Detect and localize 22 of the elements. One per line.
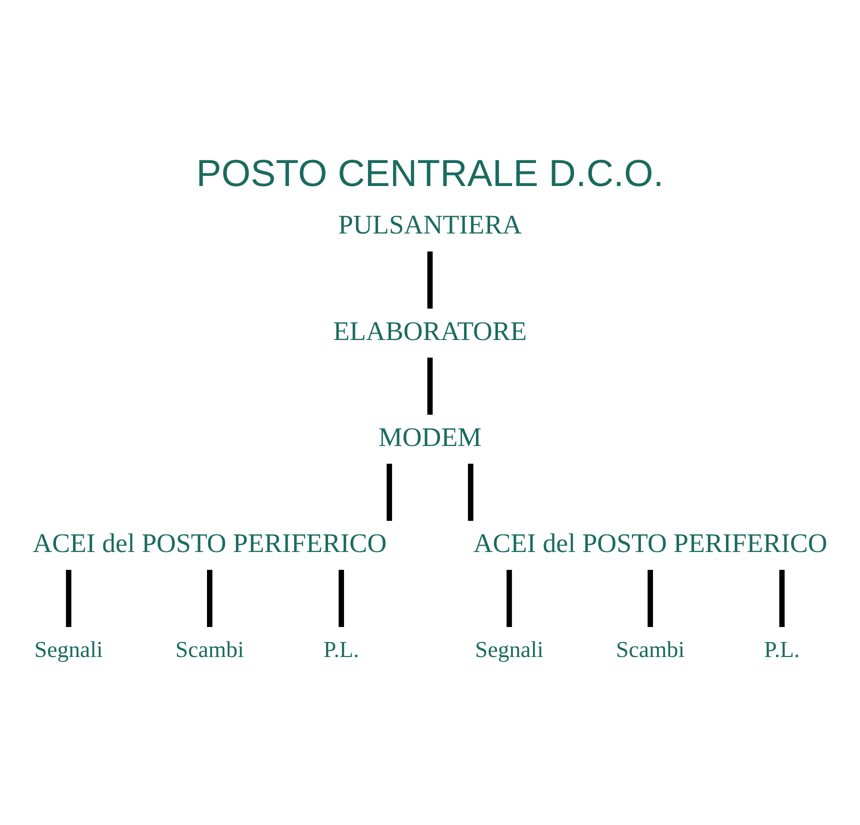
node-text: Segnali [34, 636, 103, 662]
connector [468, 463, 474, 520]
diagram-title: POSTO CENTRALE D.C.O. [196, 151, 664, 194]
connector [207, 569, 212, 626]
node-text: Scambi [175, 636, 244, 662]
node-text: P.L. [324, 636, 360, 662]
node-text: Scambi [616, 636, 685, 662]
connector [66, 569, 72, 626]
connector [506, 569, 512, 626]
connector [338, 569, 344, 626]
connector [427, 251, 433, 308]
node-text: MODEM [378, 421, 482, 452]
connector [779, 569, 785, 626]
connector [427, 357, 433, 414]
node-text: Segnali [475, 636, 544, 662]
connector [648, 569, 653, 626]
connector [386, 463, 392, 520]
node-text: PULSANTIERA [338, 209, 522, 240]
node-text: ELABORATORE [333, 315, 527, 346]
node-text: ACEI del POSTO PERIFERICO [473, 528, 828, 558]
node-text: ACEI del POSTO PERIFERICO [32, 528, 387, 558]
node-text: P.L. [764, 636, 800, 662]
